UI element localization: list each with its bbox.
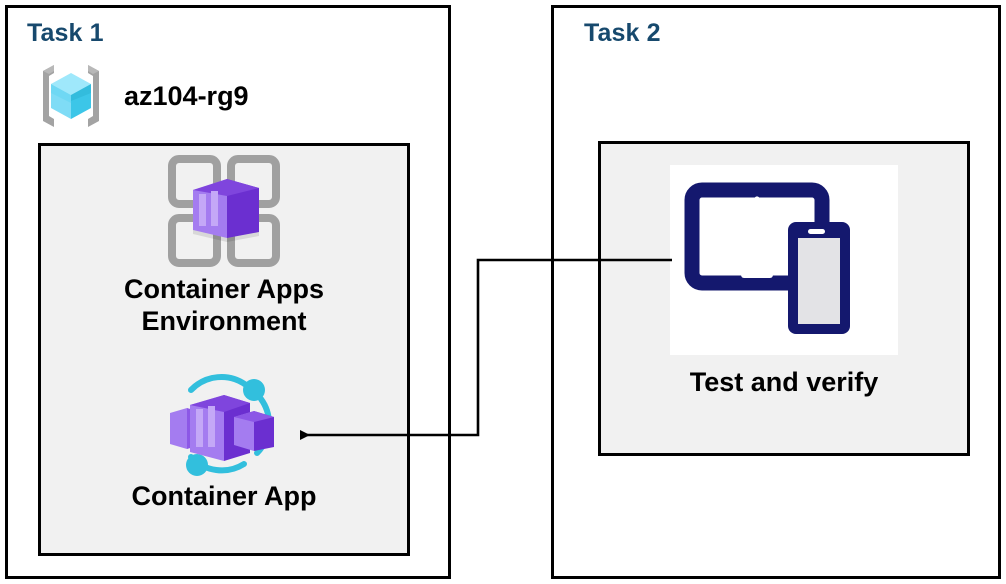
- container-app-icon: [38, 369, 410, 479]
- container-apps-environment-item: Container Apps Environment: [38, 152, 410, 337]
- test-and-verify-label: Test and verify: [689, 367, 879, 397]
- test-and-verify-icon-frame: [670, 165, 898, 355]
- task-1-title: Task 1: [27, 19, 104, 47]
- test-and-verify-item: Test and verify: [598, 165, 970, 398]
- resource-group-row: az104-rg9: [34, 58, 364, 134]
- azure-resource-group-icon: [34, 59, 108, 133]
- container-app-label: Container App: [131, 481, 317, 511]
- container-app-item: Container App: [38, 369, 410, 512]
- container-apps-environment-label: Container Apps Environment: [123, 274, 324, 336]
- task-2-title: Task 2: [584, 19, 661, 47]
- container-apps-environment-icon: [38, 152, 410, 270]
- resource-group-label: az104-rg9: [124, 80, 249, 111]
